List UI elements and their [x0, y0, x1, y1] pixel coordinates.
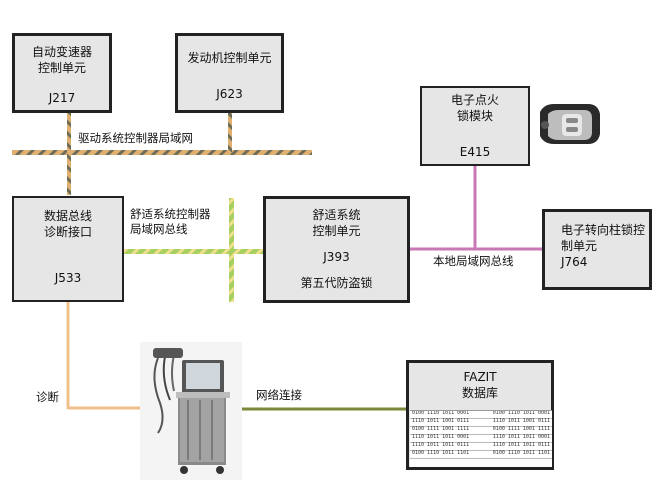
- binary-cell: 1110 1011 1011 0001: [492, 434, 550, 440]
- drive-bus-label: 驱动系统控制器局域网: [78, 131, 193, 145]
- node-e415-line2: 锁模块: [456, 109, 493, 123]
- comfort-bus-label-line1: 舒适系统控制器: [130, 207, 211, 221]
- comfort-bus-line: [124, 249, 264, 254]
- binary-row: 0100 1110 1011 0001 0100 1110 1011 0001: [410, 411, 552, 419]
- node-j393-code: J393: [323, 250, 350, 264]
- node-j533-line1: 数据总线: [43, 209, 92, 223]
- node-j623-code: J623: [216, 87, 243, 101]
- node-j764-line2: 制单元: [561, 239, 598, 253]
- binary-cell: 1110 1011 1001 0111: [492, 418, 550, 424]
- node-j393-line1: 舒适系统: [312, 208, 361, 222]
- binary-cell: 0100 1110 1011 0001: [492, 410, 550, 416]
- binary-row: 0100 1110 1011 1101 0100 1110 1011 1101: [410, 450, 552, 459]
- binary-cell: 1110 1011 1011 0001: [412, 434, 470, 440]
- binary-cell: 0100 1111 1001 1111: [412, 426, 470, 432]
- node-j393-note: 第五代防盗锁: [300, 276, 373, 290]
- node-j623-line1: 发动机控制单元: [187, 51, 272, 65]
- node-j217-line1: 自动变速器: [31, 45, 92, 59]
- network-label: 网络连接: [256, 388, 302, 402]
- node-j393-line2: 控制单元: [312, 224, 361, 238]
- node-j623: 发动机控制单元 J623: [175, 33, 284, 113]
- node-j764-line1: 电子转向柱锁控: [561, 223, 646, 237]
- drive-bus-line: [12, 150, 312, 155]
- drive-stub-j623: [228, 113, 232, 153]
- node-e415-code: E415: [459, 145, 491, 159]
- node-j533: 数据总线 诊断接口 J533: [12, 196, 124, 302]
- diagnostic-tester-image: [140, 342, 242, 480]
- comfort-bus-vertical: [229, 198, 234, 302]
- binary-cell: 0100 1110 1011 1101: [492, 450, 550, 456]
- node-j764-code: J764: [561, 255, 588, 269]
- node-j764: 电子转向柱锁控 制单元 J764: [542, 209, 652, 290]
- binary-cell: 0100 1110 1011 1101: [412, 450, 470, 456]
- node-fazit-line1: FAZIT: [463, 370, 497, 384]
- comfort-bus-label-line2: 局域网总线: [130, 222, 188, 236]
- drive-stub-j217: [67, 113, 71, 153]
- fazit-binary-table: 0100 1110 1011 0001 0100 1110 1011 0001 11…: [410, 410, 552, 467]
- binary-cell: 1110 1011 1011 0111: [412, 442, 470, 448]
- node-j533-code: J533: [54, 271, 82, 285]
- binary-row: 1110 1011 1001 0111 1110 1011 1001 0111: [410, 418, 552, 427]
- node-j217-line2: 控制单元: [37, 61, 86, 75]
- diagnosis-label: 诊断: [36, 390, 59, 404]
- binary-row: 1110 1011 1011 0111 1110 1011 1011 0111: [410, 442, 552, 451]
- car-key-image: [531, 98, 607, 154]
- binary-cell: 1110 1011 1011 0111: [492, 442, 550, 448]
- binary-row: 1110 1011 1011 0001 1110 1011 1011 0001: [410, 434, 552, 443]
- node-j533-line2: 诊断接口: [43, 225, 92, 239]
- node-j217-code: J217: [48, 91, 76, 105]
- binary-cell: 1110 1011 1001 0111: [412, 418, 470, 424]
- binary-row: 0100 1111 1001 1111 0100 1111 1001 1111: [410, 426, 552, 435]
- binary-cell: 0100 1111 1001 1111: [492, 426, 550, 432]
- node-j217: 自动变速器 控制单元 J217: [12, 33, 112, 113]
- node-e415: 电子点火 锁模块 E415: [420, 86, 530, 166]
- node-j393: 舒适系统 控制单元 J393 第五代防盗锁: [263, 196, 410, 303]
- binary-cell: 0100 1110 1011 0001: [412, 410, 470, 416]
- local-bus-label: 本地局域网总线: [433, 254, 514, 268]
- node-e415-line1: 电子点火: [450, 93, 499, 107]
- drive-stub-j533: [67, 153, 71, 195]
- node-fazit-line2: 数据库: [461, 386, 498, 400]
